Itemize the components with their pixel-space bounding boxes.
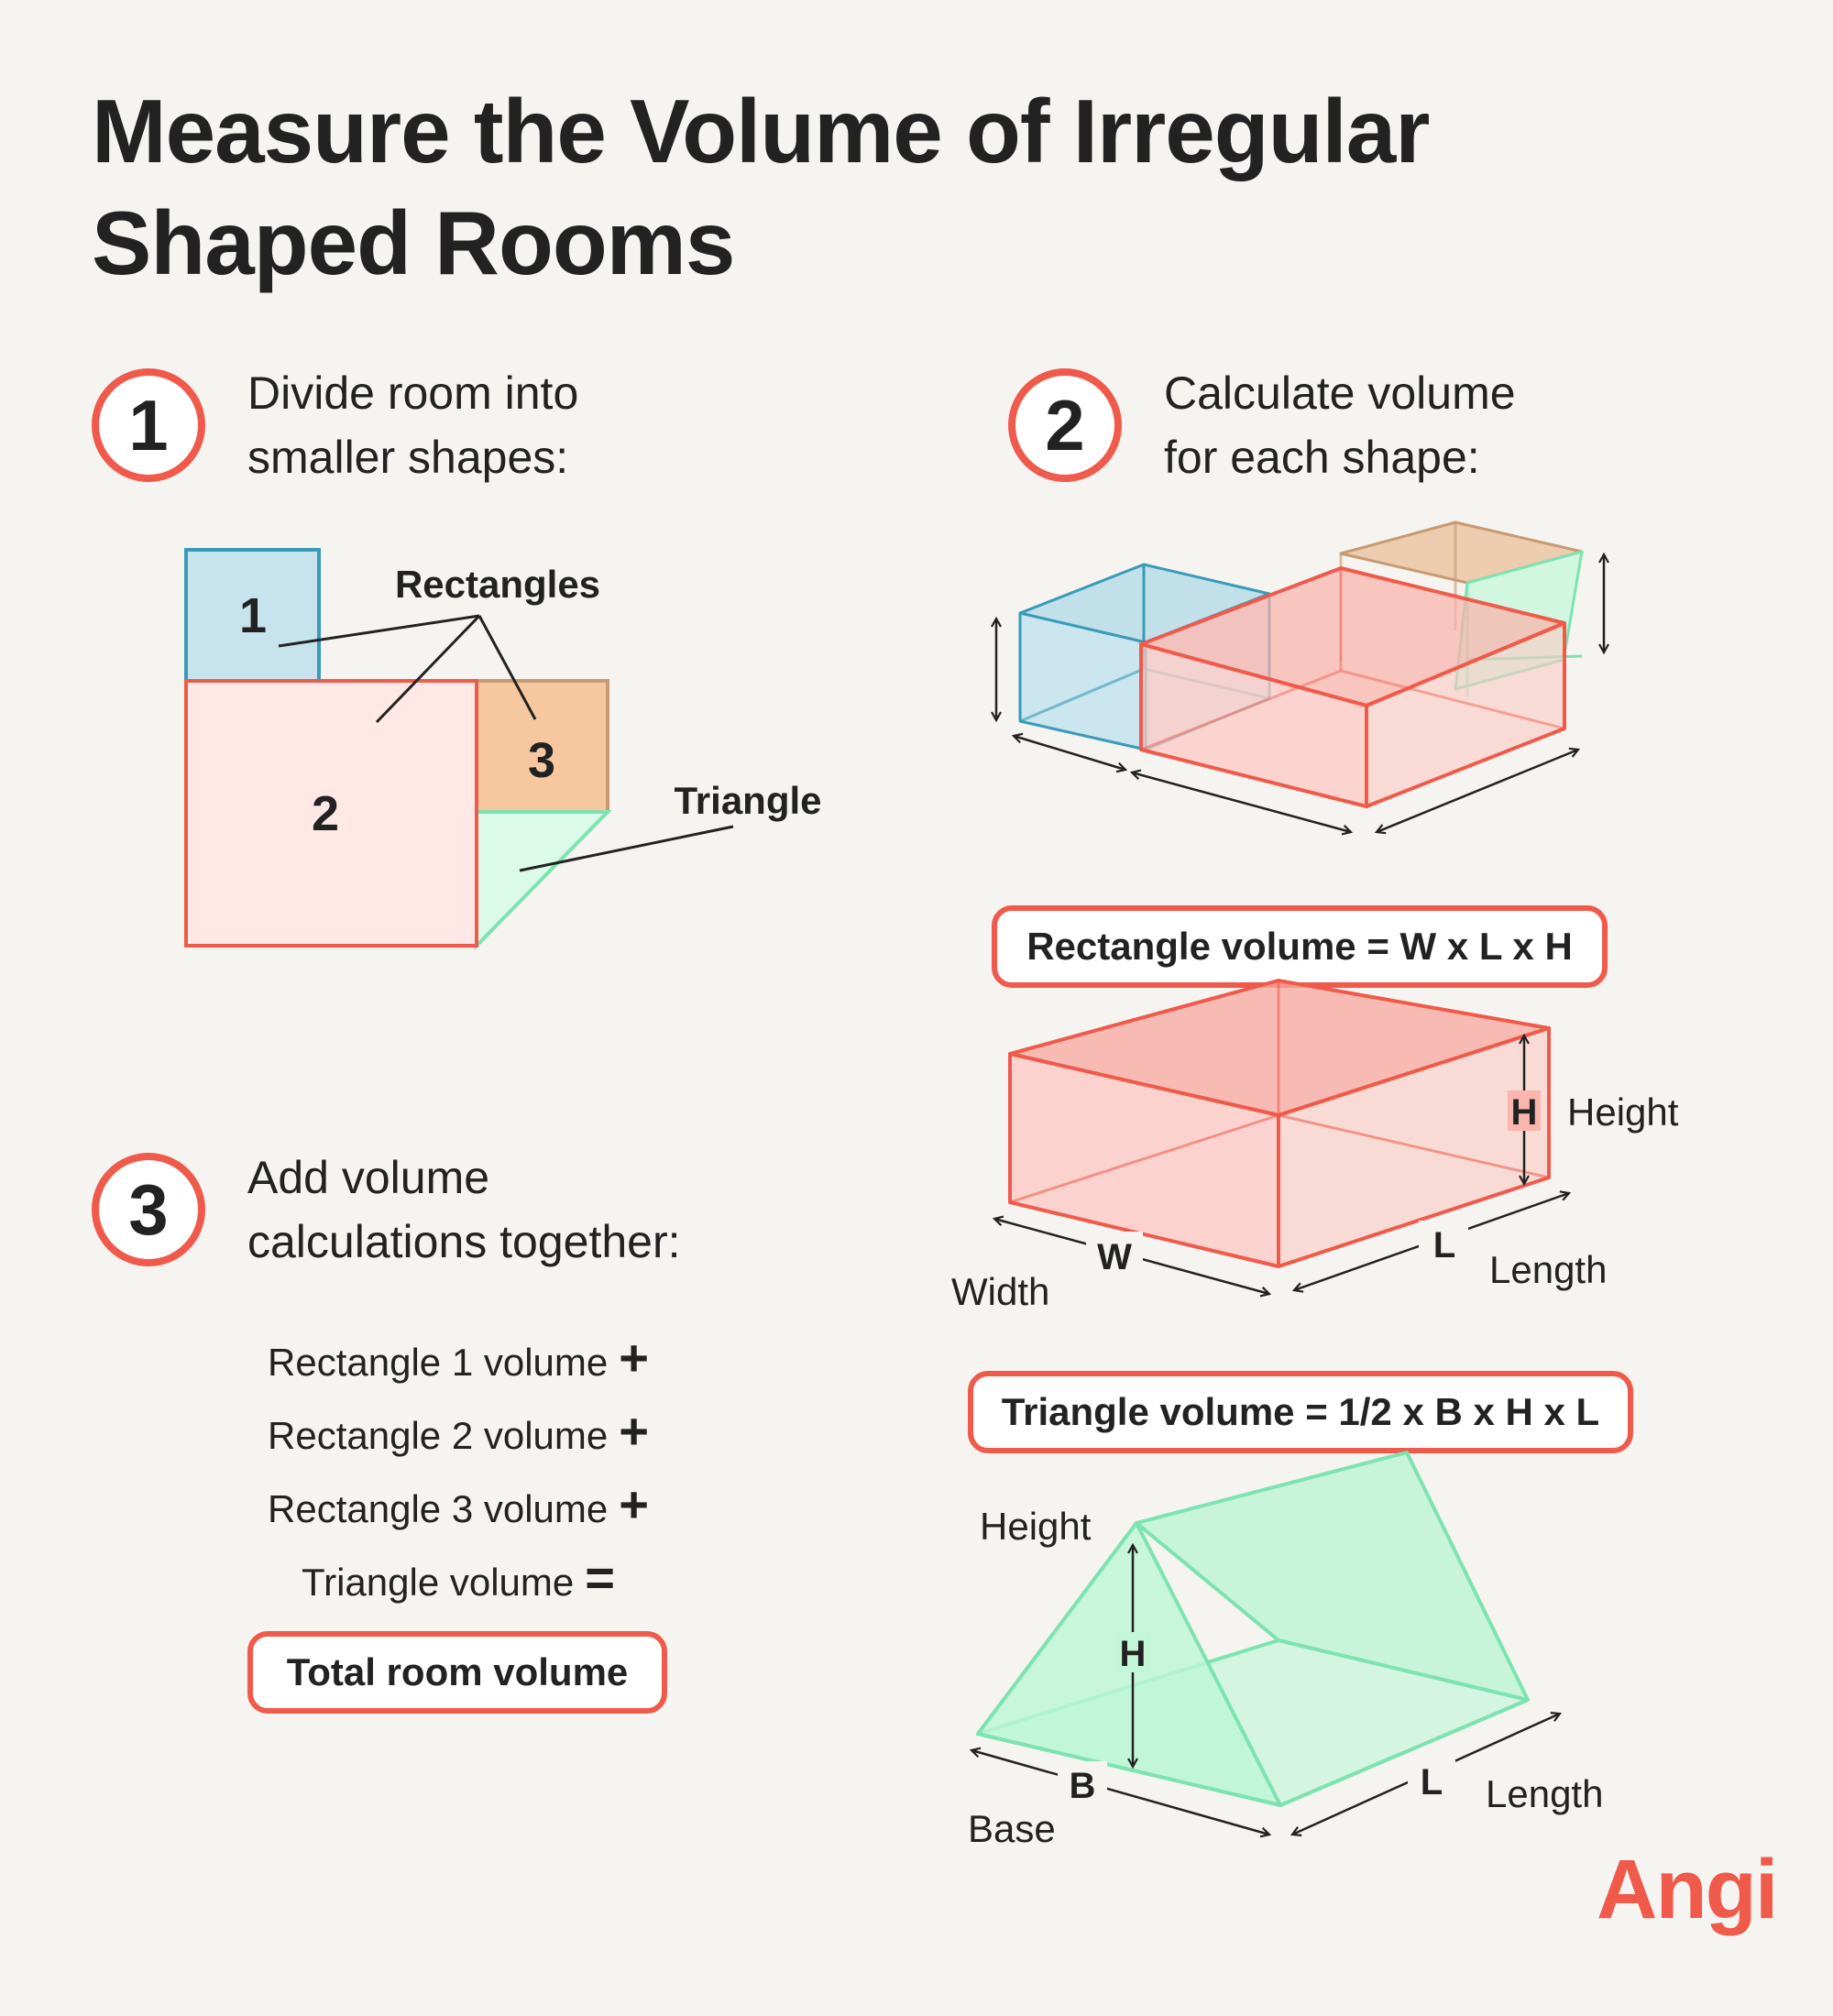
step-3-badge: 3 — [92, 1153, 205, 1266]
sum-line-3-text: Rectangle 3 volume — [268, 1487, 609, 1530]
step-2-heading: Calculate volume for each shape: — [1164, 361, 1516, 489]
width-label: Width — [951, 1270, 1049, 1313]
rectangle-formula-box: Rectangle volume = W x L x H — [992, 905, 1608, 988]
plus-sign: + — [619, 1329, 649, 1386]
title-line-2: Shaped Rooms — [92, 192, 735, 293]
dimension-arrow — [1014, 736, 1125, 770]
rectangle-prism-diagram: H Height W Width L Length — [951, 979, 1679, 1313]
shape-2-label: 2 — [312, 786, 339, 841]
h-symbol: H — [1511, 1092, 1538, 1133]
step-3-number: 3 — [128, 1168, 169, 1250]
triangular-prism-diagram: H Height B Base L Length — [968, 1451, 1603, 1850]
height-label: Height — [980, 1505, 1092, 1548]
triangle-formula-text: Triangle volume = 1/2 x B x H x L — [1001, 1390, 1600, 1433]
step-2-line-1: Calculate volume — [1164, 367, 1516, 419]
pointer-line — [519, 825, 734, 872]
l-symbol: L — [1433, 1225, 1455, 1265]
shape-3-label: 3 — [528, 733, 555, 788]
height-label: Height — [1567, 1090, 1679, 1134]
plus-sign: + — [619, 1402, 649, 1460]
sum-line-3: Rectangle 3 volume+ — [247, 1477, 669, 1537]
angi-logo: Angi — [1597, 1843, 1778, 1936]
step-3-heading: Add volume calculations together: — [247, 1145, 681, 1274]
composite-3d-diagram — [996, 520, 1604, 832]
rectangles-callout-label: Rectangles — [395, 563, 600, 606]
pointer-line — [278, 614, 480, 648]
step-3-line-1: Add volume — [247, 1152, 490, 1203]
dimension-arrow — [1377, 750, 1578, 832]
rectangle-2-shape — [184, 679, 478, 948]
rectangle-formula-text: Rectangle volume = W x L x H — [1026, 925, 1573, 968]
length-label: Length — [1489, 1248, 1607, 1291]
pointer-line — [375, 614, 481, 724]
step-1-heading: Divide room into smaller shapes: — [247, 361, 578, 489]
b-symbol: B — [1070, 1766, 1096, 1806]
dimension-arrow — [1132, 772, 1351, 832]
sum-line-1: Rectangle 1 volume+ — [247, 1331, 669, 1390]
step-1-badge: 1 — [92, 368, 205, 482]
h-symbol: H — [1120, 1634, 1147, 1674]
triangle-callout-label: Triangle — [674, 779, 821, 822]
total-room-volume-text: Total room volume — [286, 1650, 629, 1693]
plus-sign: + — [619, 1475, 649, 1533]
shape-1-label: 1 — [239, 588, 267, 643]
title-line-1: Measure the Volume of Irregular — [92, 81, 1430, 181]
sum-line-2-text: Rectangle 2 volume — [268, 1414, 609, 1457]
step-2-line-2: for each shape: — [1164, 432, 1480, 483]
triangle-formula-box: Triangle volume = 1/2 x B x H x L — [968, 1371, 1633, 1453]
floor-plan-diagram: 1 2 3 Rectangles Triangle — [184, 548, 822, 950]
length-label: Length — [1486, 1772, 1603, 1815]
sum-line-4: Triangle volume= — [247, 1550, 669, 1610]
pointer-line — [477, 615, 537, 720]
l-symbol: L — [1421, 1762, 1443, 1802]
base-arrow — [971, 1750, 1269, 1835]
step-2-badge: 2 — [1008, 368, 1122, 482]
step-2-number: 2 — [1045, 384, 1085, 466]
total-room-volume-box: Total room volume — [247, 1631, 667, 1714]
sum-line-4-text: Triangle volume — [302, 1561, 575, 1604]
triangle-shape — [475, 810, 612, 950]
step-1-line-1: Divide room into — [247, 367, 579, 419]
step-1-line-2: smaller shapes: — [247, 432, 569, 483]
equals-sign: = — [585, 1549, 615, 1606]
page-title: Measure the Volume of Irregular Shaped R… — [92, 75, 1741, 299]
w-symbol: W — [1097, 1237, 1132, 1277]
sum-line-1-text: Rectangle 1 volume — [268, 1341, 609, 1384]
step-3-line-2: calculations together: — [247, 1216, 681, 1267]
step-1-number: 1 — [128, 384, 169, 466]
base-label: Base — [968, 1807, 1056, 1850]
sum-line-2: Rectangle 2 volume+ — [247, 1404, 669, 1463]
